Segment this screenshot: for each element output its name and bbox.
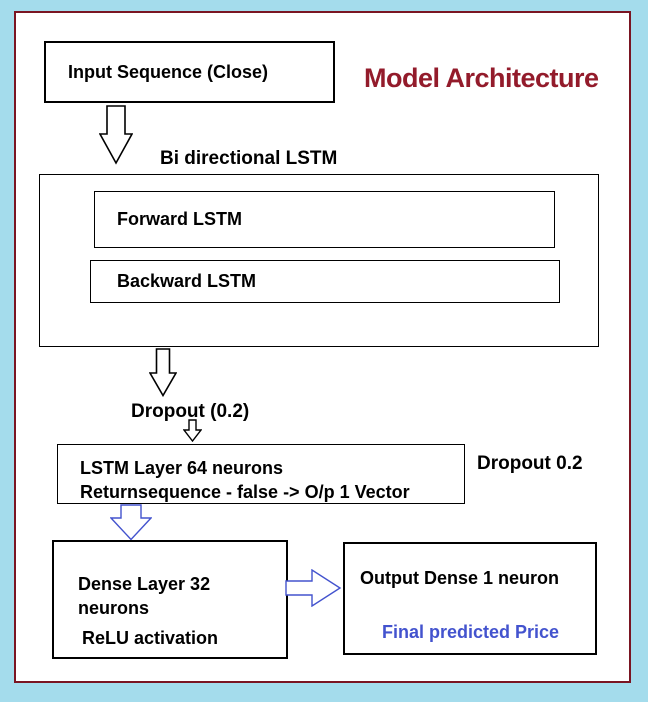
dropout-side-label: Dropout 0.2 [477, 453, 583, 474]
dense-layer-line1: Dense Layer 32 neurons [78, 574, 211, 618]
output-line1: Output Dense 1 neuron [360, 568, 560, 588]
blue-right-arrow-icon [285, 569, 342, 607]
down-arrow-icon [99, 105, 133, 165]
backward-lstm-label: Backward LSTM [117, 271, 257, 291]
output-line2: Final predicted Price [382, 622, 560, 642]
lstm-layer-box: LSTM Layer 64 neurons Returnsequence - f… [57, 444, 465, 504]
blue-down-arrow-icon [110, 504, 152, 541]
forward-lstm-box: Forward LSTM [94, 191, 555, 248]
output-box: Output Dense 1 neuron Final predicted Pr… [343, 542, 597, 655]
down-arrow-icon [149, 348, 177, 397]
backward-lstm-box: Backward LSTM [90, 260, 560, 303]
forward-lstm-label: Forward LSTM [117, 209, 242, 229]
small-down-arrow-icon [183, 419, 202, 442]
dense-layer-box: Dense Layer 32 neurons ReLU activation [52, 540, 288, 659]
lstm-layer-line1: LSTM Layer 64 neurons [80, 458, 284, 478]
page-title: Model Architecture [364, 63, 599, 93]
input-sequence-label: Input Sequence (Close) [68, 61, 269, 82]
dropout-label: Dropout (0.2) [131, 401, 250, 422]
lstm-layer-line2: Returnsequence - false -> O/p 1 Vector [80, 482, 410, 502]
diagram-panel: Input Sequence (Close) Model Architectur… [14, 11, 631, 683]
input-sequence-box: Input Sequence (Close) [44, 41, 335, 103]
dense-layer-line2: ReLU activation [82, 628, 219, 648]
bidirectional-lstm-label: Bi directional LSTM [160, 148, 338, 169]
